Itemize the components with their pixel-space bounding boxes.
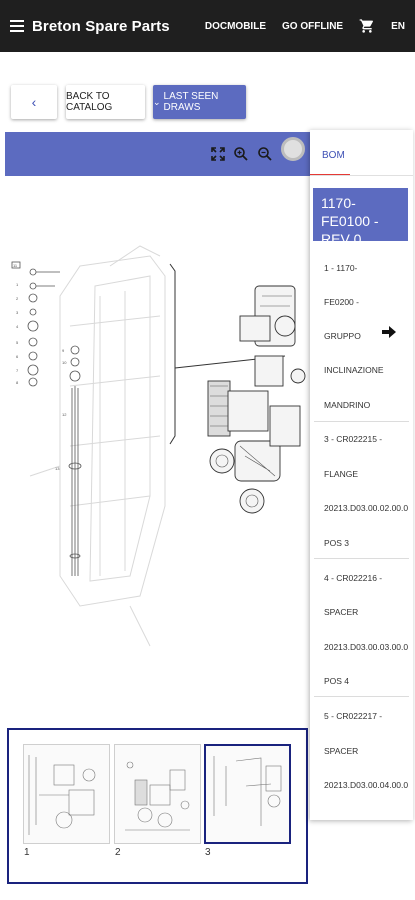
svg-text:8: 8 <box>16 380 19 385</box>
bom-item-text: 4 - CR022216 - <box>324 573 383 583</box>
bom-item-text: FE0200 - <box>324 297 359 307</box>
bom-item-text: FLANGE <box>324 469 359 479</box>
thumbnail-number-2: 2 <box>115 847 121 858</box>
zoom-out-icon[interactable] <box>257 146 273 162</box>
bom-item-text: 20213.D03.00.04.00.0 <box>324 780 409 790</box>
language-selector[interactable]: EN <box>391 20 405 32</box>
bom-item-text: POS 3 <box>324 538 350 548</box>
svg-text:9: 9 <box>62 348 65 353</box>
bom-item-text: SPACER <box>324 746 359 756</box>
fullscreen-icon[interactable] <box>210 146 226 162</box>
top-app-bar: Breton Spare Parts DOCMOBILE GO OFFLINE … <box>0 0 415 52</box>
top-nav: DOCMOBILE GO OFFLINE EN <box>189 0 405 52</box>
thumbnail-number-3: 3 <box>205 847 211 858</box>
cart-icon[interactable] <box>359 18 375 34</box>
chevron-left-icon: ‹ <box>31 94 37 110</box>
bom-divider <box>314 696 409 697</box>
tab-divider <box>310 175 413 176</box>
svg-text:7: 7 <box>16 368 19 373</box>
svg-text:5: 5 <box>16 340 19 345</box>
thumbnail-drawing-3[interactable] <box>204 744 291 844</box>
thumbnail-drawing-1[interactable] <box>23 744 110 844</box>
arrow-right-icon[interactable] <box>382 326 396 338</box>
bom-item-text: 3 - CR022215 - <box>324 434 383 444</box>
bom-panel: BOM 1170-FE0100 - REV 0 1 - 1170- FE0200… <box>310 130 413 820</box>
bom-header-line-1: 1170-FE0100 - <box>321 195 379 229</box>
thumbnail-drawing-2[interactable] <box>114 744 201 844</box>
svg-text:12: 12 <box>62 412 67 417</box>
thumbnail-number-1: 1 <box>24 847 30 858</box>
tab-bom[interactable]: BOM <box>310 130 413 176</box>
bom-item-text: GRUPPO <box>324 331 361 341</box>
chevron-down-icon: ⌄ <box>153 96 161 107</box>
svg-text:2: 2 <box>16 296 19 301</box>
bom-item-text: POS 4 <box>324 676 350 686</box>
svg-text:3: 3 <box>16 310 19 315</box>
bom-item-text: MANDRINO <box>324 400 371 410</box>
bom-assembly-header[interactable]: 1170-FE0100 - REV 0 <box>313 188 408 247</box>
tab-bom-label: BOM <box>322 150 345 161</box>
last-seen-draws-label: LAST SEEN DRAWS <box>163 91 219 113</box>
bom-item-text: 5 - CR022217 - <box>324 711 383 721</box>
svg-text:11: 11 <box>13 263 18 268</box>
thumbnail-strip: 1 2 3 <box>7 728 308 884</box>
app-title: Breton Spare Parts <box>32 17 170 35</box>
bom-item-text: INCLINAZIONE <box>324 365 384 375</box>
back-to-catalog-label: BACK TO CATALOG <box>66 91 113 113</box>
bom-item-text: SPACER <box>324 607 359 617</box>
last-seen-draws-button[interactable]: ⌄ LAST SEEN DRAWS <box>153 85 246 119</box>
svg-text:1: 1 <box>16 282 19 287</box>
nav-go-offline[interactable]: GO OFFLINE <box>281 20 344 32</box>
bom-item-text: 20213.D03.00.02.00.0 <box>324 503 409 513</box>
nav-docmobile[interactable]: DOCMOBILE <box>204 20 266 32</box>
bom-divider <box>314 558 409 559</box>
svg-text:13: 13 <box>55 466 60 471</box>
bom-header-line-2: REV 0 <box>321 231 362 247</box>
svg-text:4: 4 <box>16 324 19 329</box>
zoom-in-icon[interactable] <box>233 146 249 162</box>
svg-text:6: 6 <box>16 354 19 359</box>
back-button[interactable]: ‹ <box>11 85 57 119</box>
bom-item-text: 1 - 1170- <box>324 263 358 273</box>
menu-icon[interactable] <box>10 17 24 35</box>
toggle-panel-icon[interactable] <box>281 137 305 161</box>
svg-text:10: 10 <box>62 360 67 365</box>
back-to-catalog-button[interactable]: BACK TO CATALOG <box>66 85 145 119</box>
bom-divider <box>314 421 409 422</box>
bom-item-text: 20213.D03.00.03.00.0 <box>324 642 409 652</box>
